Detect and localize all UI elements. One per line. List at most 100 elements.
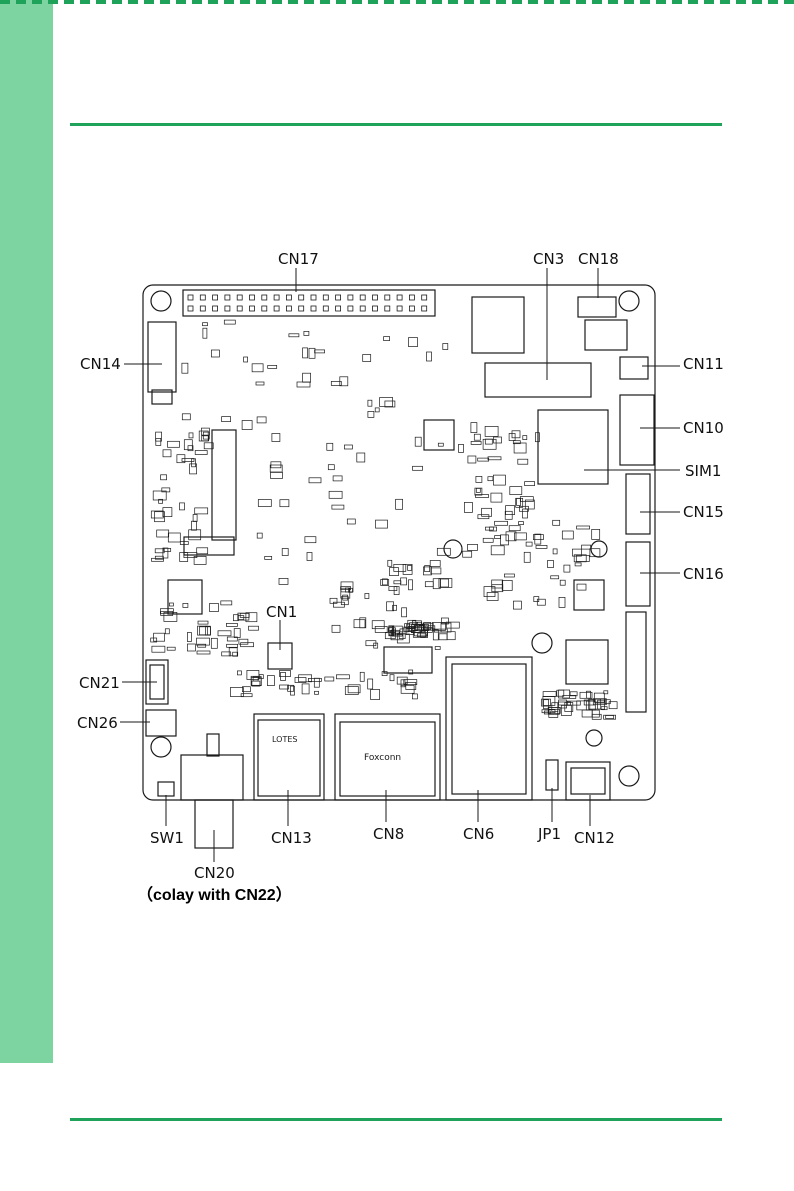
smd-part — [543, 692, 556, 697]
screw-standoff — [532, 633, 552, 653]
header-pin — [237, 295, 242, 300]
smd-part — [425, 582, 433, 587]
smd-part — [485, 439, 492, 444]
smd-part — [582, 710, 592, 717]
sim1-slot — [538, 410, 608, 484]
smd-part — [307, 553, 312, 561]
chip-near-cn18 — [585, 320, 627, 350]
smd-part — [315, 691, 319, 694]
mounting-hole-bl — [151, 737, 171, 757]
smd-part — [385, 401, 395, 407]
smd-part — [384, 337, 390, 341]
smd-part — [594, 693, 604, 702]
smd-part — [189, 433, 193, 438]
smd-part — [344, 445, 352, 449]
smd-part — [493, 475, 505, 485]
smd-part — [483, 538, 493, 542]
smd-part — [393, 605, 397, 610]
smd-part — [577, 584, 586, 590]
smd-part — [523, 509, 528, 518]
sw1-switch — [158, 782, 174, 796]
smd-part — [192, 459, 196, 467]
smd-part — [154, 633, 165, 641]
smd-part — [390, 675, 394, 681]
cn26-connector — [146, 710, 176, 736]
smd-part — [280, 671, 291, 677]
smd-part — [560, 580, 565, 585]
smd-part — [226, 623, 237, 626]
header-pin — [323, 295, 328, 300]
smd-part — [289, 334, 299, 337]
header-pin — [225, 306, 230, 311]
smd-part — [402, 608, 407, 617]
smd-part — [168, 441, 180, 447]
smd-part — [161, 475, 167, 480]
smd-part — [376, 520, 388, 528]
smd-part — [157, 530, 169, 537]
board-outline — [143, 285, 655, 800]
label-cn8: CN8 — [373, 825, 404, 843]
smd-part — [363, 355, 371, 362]
smd-part — [280, 500, 289, 507]
smd-part — [221, 601, 232, 605]
mounting-hole-br — [619, 766, 639, 786]
smd-part — [192, 521, 197, 530]
cn15-connector — [626, 474, 650, 534]
header-pin — [188, 306, 193, 311]
smd-part — [476, 488, 480, 492]
smd-part — [302, 684, 309, 694]
header-pin — [188, 295, 193, 300]
smd-part — [514, 443, 526, 453]
header-pin — [311, 306, 316, 311]
label-cn16: CN16 — [683, 565, 724, 583]
smd-part — [347, 519, 355, 524]
smd-part — [459, 444, 464, 452]
smd-part — [332, 505, 344, 509]
chip-bank-left — [212, 430, 236, 540]
smd-part — [343, 595, 348, 600]
smd-part — [182, 363, 188, 373]
smd-part — [388, 560, 392, 566]
mounting-hole-tl — [151, 291, 171, 311]
smd-part — [562, 531, 573, 539]
header-pin — [397, 295, 402, 300]
smd-part — [169, 603, 173, 606]
smd-part — [408, 565, 412, 570]
header-pin — [422, 306, 427, 311]
label-sw1: SW1 — [150, 829, 184, 847]
smd-part — [332, 625, 340, 632]
smd-part — [443, 344, 448, 350]
jp1-jumper — [546, 760, 558, 790]
cn20-jack-body — [181, 755, 243, 800]
smd-part — [305, 537, 316, 543]
smd-part — [506, 506, 515, 515]
label-cn12: CN12 — [574, 829, 615, 847]
mounting-hole-tr — [619, 291, 639, 311]
cn6-rj45-inner — [452, 664, 526, 794]
smd-part — [224, 320, 235, 324]
smd-part — [505, 511, 512, 519]
smd-part — [401, 578, 407, 585]
smd-part — [241, 643, 254, 647]
header-pin — [336, 295, 341, 300]
smd-part — [198, 621, 208, 624]
smd-part — [380, 398, 393, 407]
smd-part — [425, 566, 430, 572]
smd-part — [501, 535, 509, 545]
label-sim1: SIM1 — [685, 462, 721, 480]
label-cn1: CN1 — [266, 603, 297, 621]
label-cn20: CN20 — [194, 864, 235, 882]
smd-part — [182, 414, 190, 420]
smd-part — [193, 515, 197, 522]
smd-part — [271, 472, 283, 478]
header-pin — [299, 295, 304, 300]
smd-part — [265, 556, 272, 559]
smd-part — [187, 644, 195, 651]
header-pin — [373, 295, 378, 300]
smd-part — [413, 466, 423, 470]
header-pin — [385, 306, 390, 311]
header-pin — [360, 306, 365, 311]
header-pin — [286, 306, 291, 311]
smd-part — [238, 613, 249, 620]
smd-part — [280, 685, 289, 689]
